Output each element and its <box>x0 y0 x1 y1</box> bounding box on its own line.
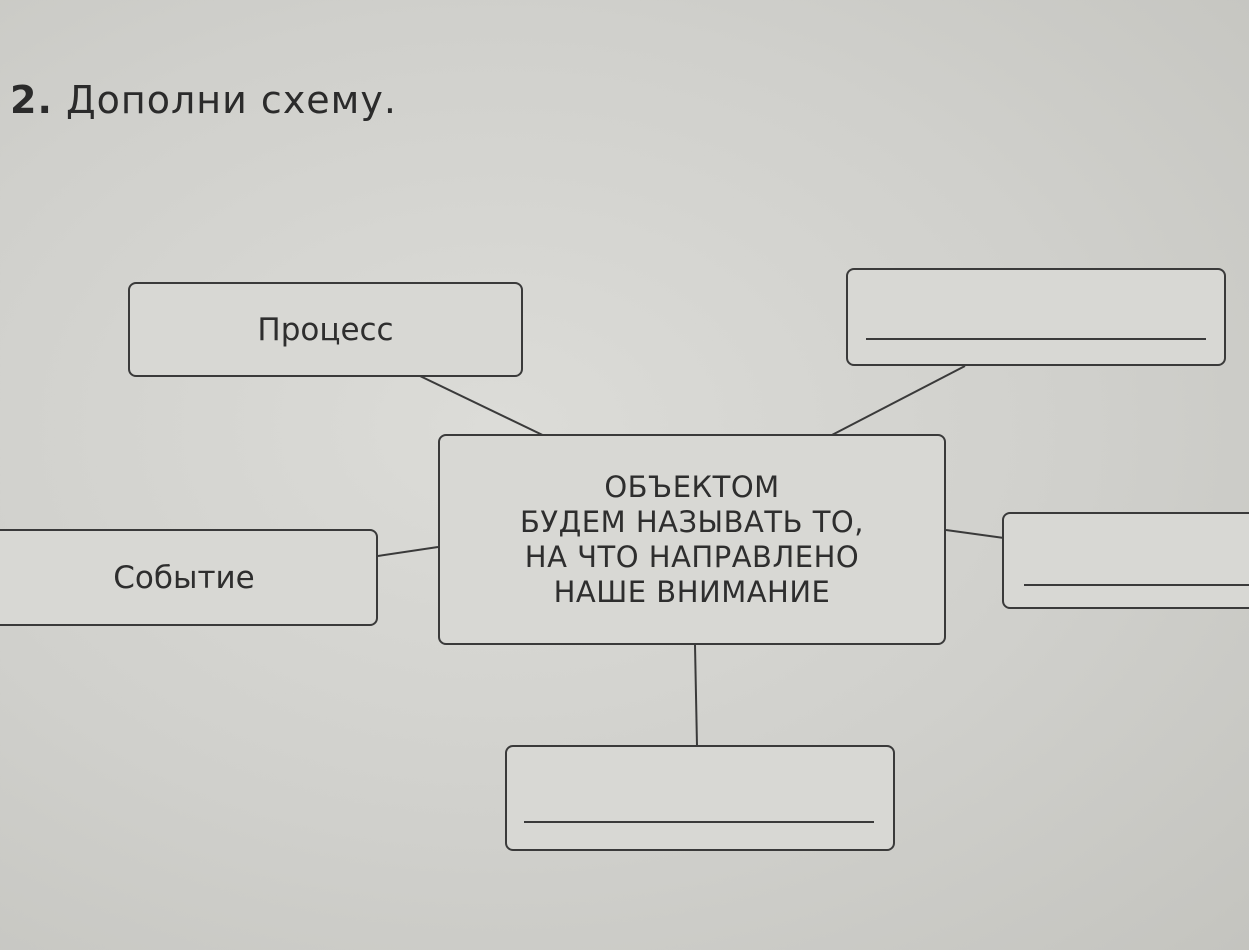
box-center-definition: ОБЪЕКТОМ БУДЕМ НАЗЫВАТЬ ТО, НА ЧТО НАПРА… <box>438 434 946 645</box>
center-line-2: БУДЕМ НАЗЫВАТЬ ТО, <box>520 504 864 539</box>
box-process: Процесс <box>128 282 523 377</box>
box-process-label: Процесс <box>257 311 394 348</box>
center-line-3: НА ЧТО НАПРАВЛЕНО <box>524 539 860 574</box>
task-title: 2. Дополни схему. <box>10 78 397 122</box>
connector-left <box>377 546 439 557</box>
connector-bottom <box>694 644 698 747</box>
box-event-label: Событие <box>113 559 255 596</box>
answer-line-right <box>1024 584 1249 586</box>
answer-field-top-right[interactable] <box>866 300 1210 338</box>
connector-top-right <box>829 365 966 437</box>
box-event: Событие <box>0 529 378 626</box>
answer-line-bottom <box>524 821 874 823</box>
answer-field-right[interactable] <box>1024 546 1249 584</box>
answer-field-bottom[interactable] <box>524 784 878 822</box>
center-line-1: ОБЪЕКТОМ <box>604 469 780 504</box>
connector-top-left <box>419 375 556 442</box>
answer-line-top-right <box>866 338 1206 340</box>
task-number: 2. <box>10 78 53 122</box>
center-line-4: НАШЕ ВНИМАНИЕ <box>553 574 831 609</box>
task-instruction: Дополни схему. <box>65 78 397 122</box>
connector-right <box>945 529 1005 539</box>
